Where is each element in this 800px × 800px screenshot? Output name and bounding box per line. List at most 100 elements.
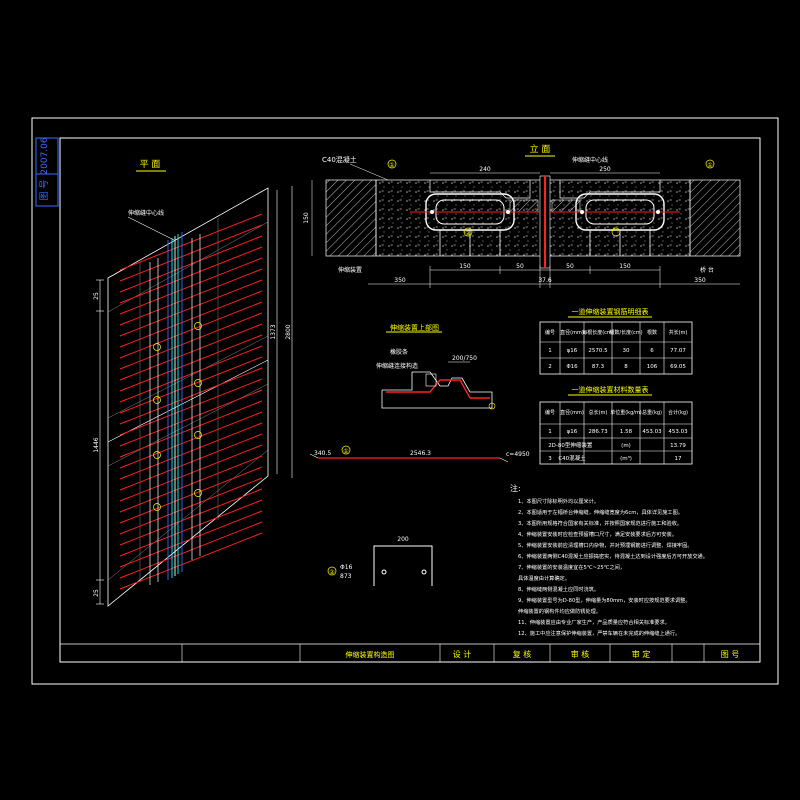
elevation-title: 立 面: [530, 143, 551, 155]
note-line: 6、伸缩装置两侧C40混凝土应振捣密实，待混凝土达到设计强度后方可开放交通。: [518, 552, 708, 560]
table2-cell: (m³): [620, 455, 632, 462]
note-line: 3、本图所用规格符合国家有关标准，并按照国家规范进行施工和验收。: [518, 519, 682, 527]
plan-rebar-line: [119, 444, 263, 502]
table2-cell: 3: [548, 456, 552, 462]
table1-cell: 30: [623, 348, 630, 354]
sheet-border: [31, 117, 779, 685]
plan-rebar-line: [119, 433, 263, 491]
note-line: 9、伸缩装置型号为D-80型，伸缩量为80mm，安装时应按规范要求调整。: [518, 596, 691, 604]
table2-cell: D-80型伸缩装置: [552, 441, 593, 449]
plan-rebar-line: [119, 345, 263, 403]
table1-header-cell: 共长(m): [669, 329, 688, 336]
table2-cell: 1.58: [620, 429, 633, 435]
plan-rebar-line: [119, 466, 263, 524]
plan-rebar-line: [119, 455, 263, 513]
plan-view: 平 面 伸缩缝中心线: [93, 159, 293, 607]
stirrup-len: 873: [340, 573, 352, 580]
cell-drawing-no: 图 号: [721, 650, 740, 659]
table2-header-cell: 合计(kg): [668, 409, 688, 416]
drawing-name: 伸缩装置构造图: [346, 650, 395, 659]
plan-title: 平 面: [140, 159, 161, 170]
table1-header-cell: 根数/长度(cm): [609, 329, 642, 336]
cell-check: 复 核: [513, 649, 532, 659]
plan-rebar-line: [119, 510, 263, 568]
plan-callout: 伸缩缝中心线: [128, 209, 164, 217]
plan-rebar-line: [119, 224, 263, 282]
table2-header-cell: 总重(kg): [642, 409, 662, 416]
elevation-marker-3: ①: [707, 162, 712, 169]
table2-cell: 1: [548, 429, 552, 435]
note-line: 2、本图适用于左幅桥台伸缩缝，伸缩缝宽度为6cm，具体详见施工图。: [518, 508, 683, 516]
notes-title: 注:: [510, 483, 521, 493]
table1-cell: 8: [624, 364, 628, 370]
table2-cell: 286.73: [588, 429, 608, 435]
table2-cell: 13.79: [670, 443, 686, 449]
stirrup-mark: ②: [329, 569, 335, 576]
stirrup-detail: 200 ② Φ16 873: [327, 536, 433, 586]
table1-cell: φ16: [567, 348, 578, 354]
table1-cell: 106: [647, 364, 658, 370]
notes: 注: 1、本图尺寸除标明外均以厘米计。 2、本图适用于左幅桥台伸缩缝，伸缩缝宽度为…: [510, 483, 708, 637]
plan-dim-right-b: 2800: [285, 324, 292, 339]
detail-title: 伸缩装置上部图: [390, 323, 439, 332]
plan-rebar-line: [119, 301, 263, 359]
table1-cell: 69.05: [670, 364, 686, 370]
plan-rebar-line: [119, 323, 263, 381]
elevation-concrete-label: C40混凝土: [322, 155, 357, 164]
plan-rebar-line: [119, 290, 263, 348]
elevation-dim-mid: 37.6: [538, 277, 552, 284]
plan-rebar-line: [119, 389, 263, 447]
elevation-dim-b0: 350: [394, 277, 406, 284]
plan-rebar-line: [119, 411, 263, 469]
cell-review: 审 核: [571, 649, 590, 659]
table2-cell: (m): [621, 443, 631, 449]
plan-dim-left-mid: 1446: [93, 437, 100, 452]
plan-dim-right-a: 1373: [270, 324, 277, 339]
plan-rebar-line: [119, 356, 263, 414]
detail-dim: 200/750: [452, 355, 477, 362]
table1-cell: 2570.5: [588, 348, 608, 354]
table1-cell: 2: [548, 364, 552, 370]
rebar-line: ① 340.5 2546.3 c=4950: [309, 445, 530, 463]
plan-rebar-line: [119, 499, 263, 557]
elevation-dim-b1: 150: [459, 263, 471, 270]
plan-rebar-line: [119, 488, 263, 546]
table1-header-cell: 编号: [545, 329, 555, 336]
table1-header-cell: 每根长度(cm): [582, 329, 614, 336]
inner-frame: [59, 137, 761, 663]
detail-label-b: 伸缩缝连接构造: [376, 362, 418, 370]
stirrup-top-dim: 200: [397, 536, 409, 543]
plan-rebar-line: [119, 312, 263, 370]
note-line: 1、本图尺寸除标明外均以厘米计。: [518, 497, 599, 505]
elevation-view: 立 面 C40混凝土 伸缩缝中心线: [303, 143, 741, 288]
plan-rebar-line: [119, 334, 263, 392]
plan-rebar-line: [119, 521, 263, 579]
elevation-marker-1: ①: [389, 162, 394, 169]
plan-rebar-line: [119, 367, 263, 425]
plan-rebar-line: [119, 235, 263, 293]
plan-rebar-line: [119, 422, 263, 480]
table1-cell: 87.3: [592, 364, 605, 370]
elevation-dim-b5: 350: [694, 277, 706, 284]
elevation-center-label: 伸缩缝中心线: [572, 156, 608, 164]
rebar-mark: ①: [343, 448, 348, 455]
cell-approve: 审 定: [632, 649, 651, 659]
plan-rebar-line: [119, 477, 263, 535]
note-line: 12、施工中应注意保护伸缩装置，严禁车辆在未完成的伸缩缝上通行。: [518, 629, 680, 637]
table1-title: 一道伸缩装置钢筋明细表: [572, 307, 649, 316]
table2-cell: C40混凝土: [558, 454, 586, 462]
note-line: 具体温度由计算确定。: [518, 574, 570, 582]
plan-rebar-line: [119, 400, 263, 458]
rebar-left: 340.5: [314, 450, 331, 457]
table1-cell: 1: [548, 348, 552, 354]
stirrup-label: Φ16: [340, 564, 353, 571]
table2-header-cell: 总长(m): [589, 409, 608, 416]
cell-design: 设 计: [453, 649, 472, 659]
table1-header-cell: 根数: [647, 329, 657, 336]
plan-dim-left-top: 25: [93, 292, 100, 300]
note-line: 5、伸缩装置安装前应清理槽口内杂物，并对预埋钢筋进行调整、焊接牢固。: [518, 541, 693, 549]
elevation-marker-2: ②: [465, 230, 471, 237]
plan-rebar-line: [119, 257, 263, 315]
note-line: 7、伸缩装置的安装温度宜在5℃~25℃之间，: [518, 563, 625, 571]
